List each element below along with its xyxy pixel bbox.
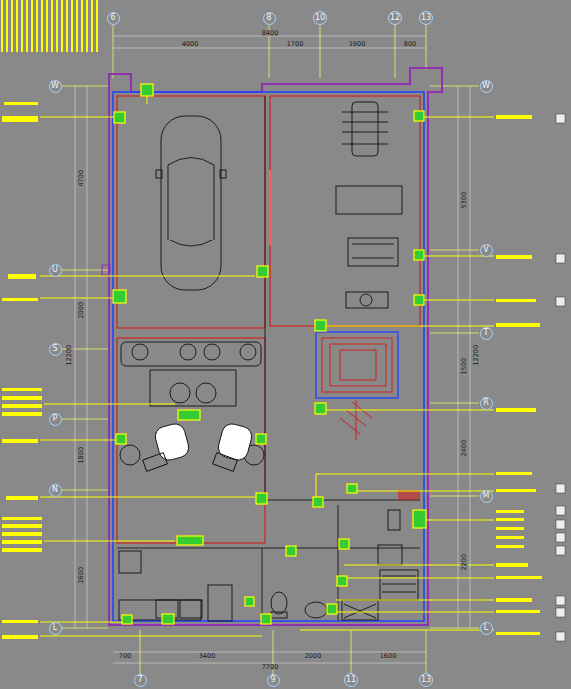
dimension-text: 2400	[461, 439, 468, 458]
dimension-text: 4000	[181, 41, 200, 48]
dimension-text: 7700	[261, 664, 280, 671]
grid-bubble: W	[480, 80, 493, 93]
grid-bubble: 9	[267, 674, 280, 687]
hatching	[0, 0, 100, 52]
axis-label: 12	[390, 14, 400, 22]
axis-label: 8	[266, 14, 271, 22]
axis-label: 9	[270, 676, 275, 684]
dimension-lines	[75, 36, 470, 663]
grid-bubble: 10	[313, 11, 327, 25]
axis-label: L	[484, 624, 488, 632]
axis-label: 6	[110, 14, 115, 22]
dimension-text: 12200	[473, 344, 480, 367]
grid-bubble: 6	[107, 12, 120, 25]
dimension-text: 1800	[78, 446, 85, 465]
axis-label: R	[483, 399, 489, 407]
grid-bubble: U	[49, 264, 62, 277]
axis-label: 10	[315, 14, 325, 22]
axis-label: W	[51, 82, 59, 90]
sheet-icons	[556, 114, 565, 641]
dimension-text: 3400	[198, 653, 217, 660]
dimension-text: 2200	[461, 553, 468, 572]
grid-bubble: R	[480, 397, 493, 410]
grid-bubble: 7	[134, 674, 147, 687]
grid-bubble: 12	[388, 11, 402, 25]
dimension-text: 1700	[286, 41, 305, 48]
tag-bars	[2, 102, 542, 639]
dimension-text: 800	[403, 41, 417, 48]
axis-label: N	[52, 486, 58, 494]
axis-label: P	[53, 415, 58, 423]
dimension-text: 12200	[66, 344, 73, 367]
axis-label: 13	[421, 676, 431, 684]
grid-bubble: S	[49, 343, 62, 356]
dimension-text: 1900	[348, 41, 367, 48]
grid-bubble: 13	[419, 673, 433, 687]
axis-label: 7	[137, 676, 142, 684]
axis-label: 13	[421, 14, 431, 22]
grid-bubble: M	[480, 490, 493, 503]
dimension-text: 1600	[379, 653, 398, 660]
axis-label: W	[482, 82, 490, 90]
gym-equipment	[336, 102, 402, 308]
dimension-text: 700	[118, 653, 132, 660]
grid-bubble: 11	[344, 673, 358, 687]
axis-label: U	[52, 266, 58, 274]
dimension-text: 2000	[304, 653, 323, 660]
dimension-text: 4700	[78, 169, 85, 188]
dimension-text: 8400	[261, 30, 280, 37]
car	[156, 116, 226, 290]
grid-bubble: W	[49, 80, 62, 93]
grid-bubble: N	[49, 484, 62, 497]
dimension-text: 2000	[78, 301, 85, 320]
grid-bubble: P	[49, 413, 62, 426]
axis-label: S	[52, 345, 57, 353]
leader-lines	[40, 96, 494, 636]
grid-bubble: V	[480, 244, 493, 257]
axis-label: V	[483, 246, 488, 254]
dimension-text: 1500	[461, 357, 468, 376]
dimension-text: 2600	[78, 566, 85, 585]
axis-label: 11	[346, 676, 356, 684]
grid-bubble: 13	[419, 11, 433, 25]
lounge-furniture	[120, 342, 264, 471]
grid-bubble: 8	[263, 12, 276, 25]
grid-bubble: T	[480, 327, 493, 340]
grid-bubble: L	[49, 622, 62, 635]
axis-label: L	[53, 624, 57, 632]
axis-label: T	[484, 329, 489, 337]
fixture-markers	[113, 84, 426, 624]
stair	[330, 344, 386, 440]
axis-label: M	[483, 492, 490, 500]
dimension-text: 5300	[461, 191, 468, 210]
grid-bubble: L	[480, 622, 493, 635]
axis-lines	[62, 25, 479, 674]
